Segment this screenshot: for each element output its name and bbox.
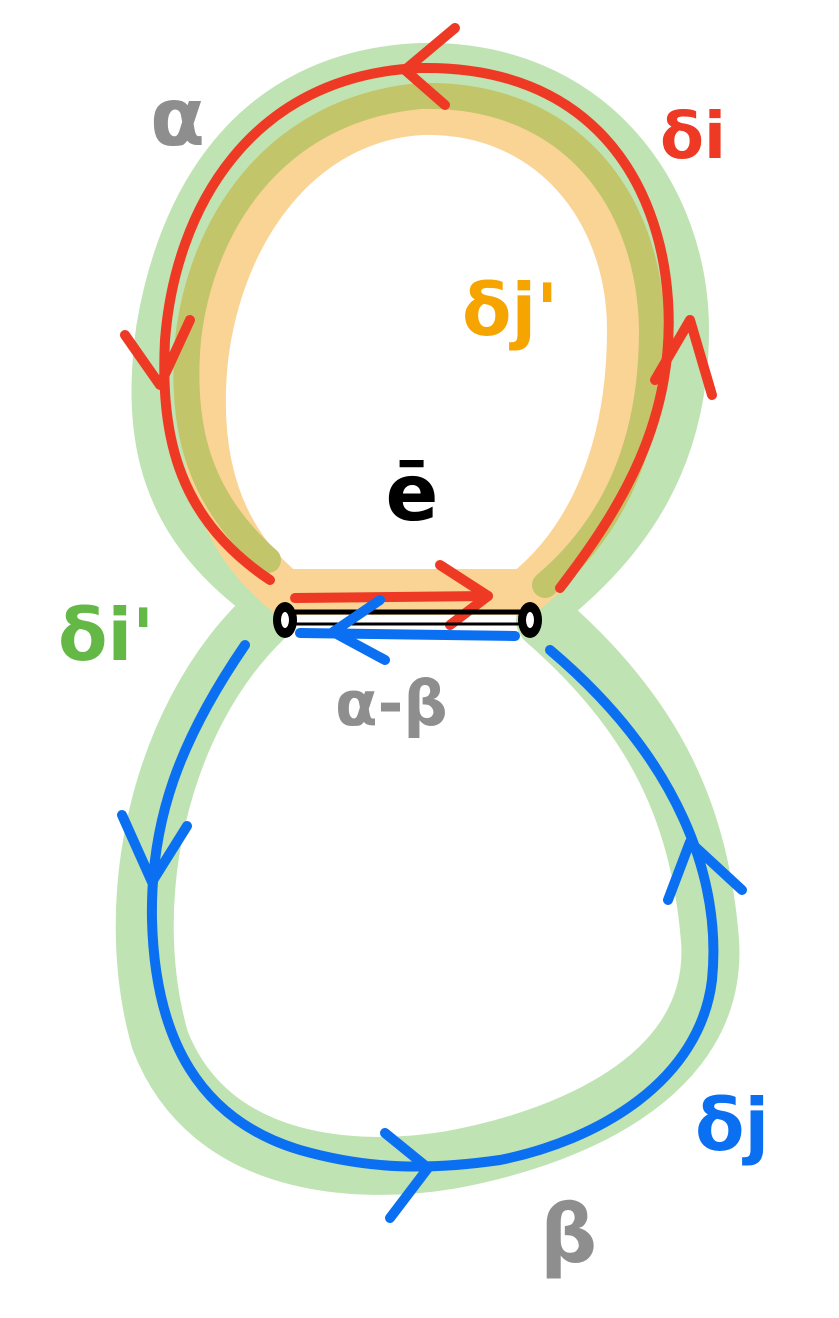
label-delta-j-prime: δj' <box>462 268 558 352</box>
red-arrowhead-right <box>650 315 717 400</box>
edge-e-text: ē <box>386 449 439 539</box>
label-delta-i: δi <box>660 100 726 174</box>
label-delta-j: δj <box>695 1083 769 1167</box>
vertex-left-inner <box>281 612 289 628</box>
label-delta-i-prime: δi' <box>58 593 154 677</box>
red-arrowhead-edge <box>435 560 493 630</box>
blue-arrowhead-left <box>117 810 192 887</box>
vertex-right-inner <box>526 612 534 628</box>
red-arrowhead-left <box>120 315 195 390</box>
label-alpha: α <box>150 71 205 164</box>
red-edge-path <box>290 591 493 603</box>
red-top-loop-path <box>159 62 674 593</box>
label-alpha-minus-beta: α-β <box>335 667 448 740</box>
label-beta: β <box>540 1188 597 1281</box>
red-arrowhead-top <box>400 23 460 110</box>
blue-arrowhead-edge <box>328 595 390 665</box>
blue-arrowhead-right <box>663 837 747 905</box>
blue-curve-delta-j <box>117 595 747 1223</box>
blue-arrowhead-bottom <box>380 1128 433 1223</box>
red-curve-delta-i <box>120 23 717 630</box>
label-edge-e-bar: ē <box>386 449 439 539</box>
edge-e-bar <box>273 602 542 638</box>
